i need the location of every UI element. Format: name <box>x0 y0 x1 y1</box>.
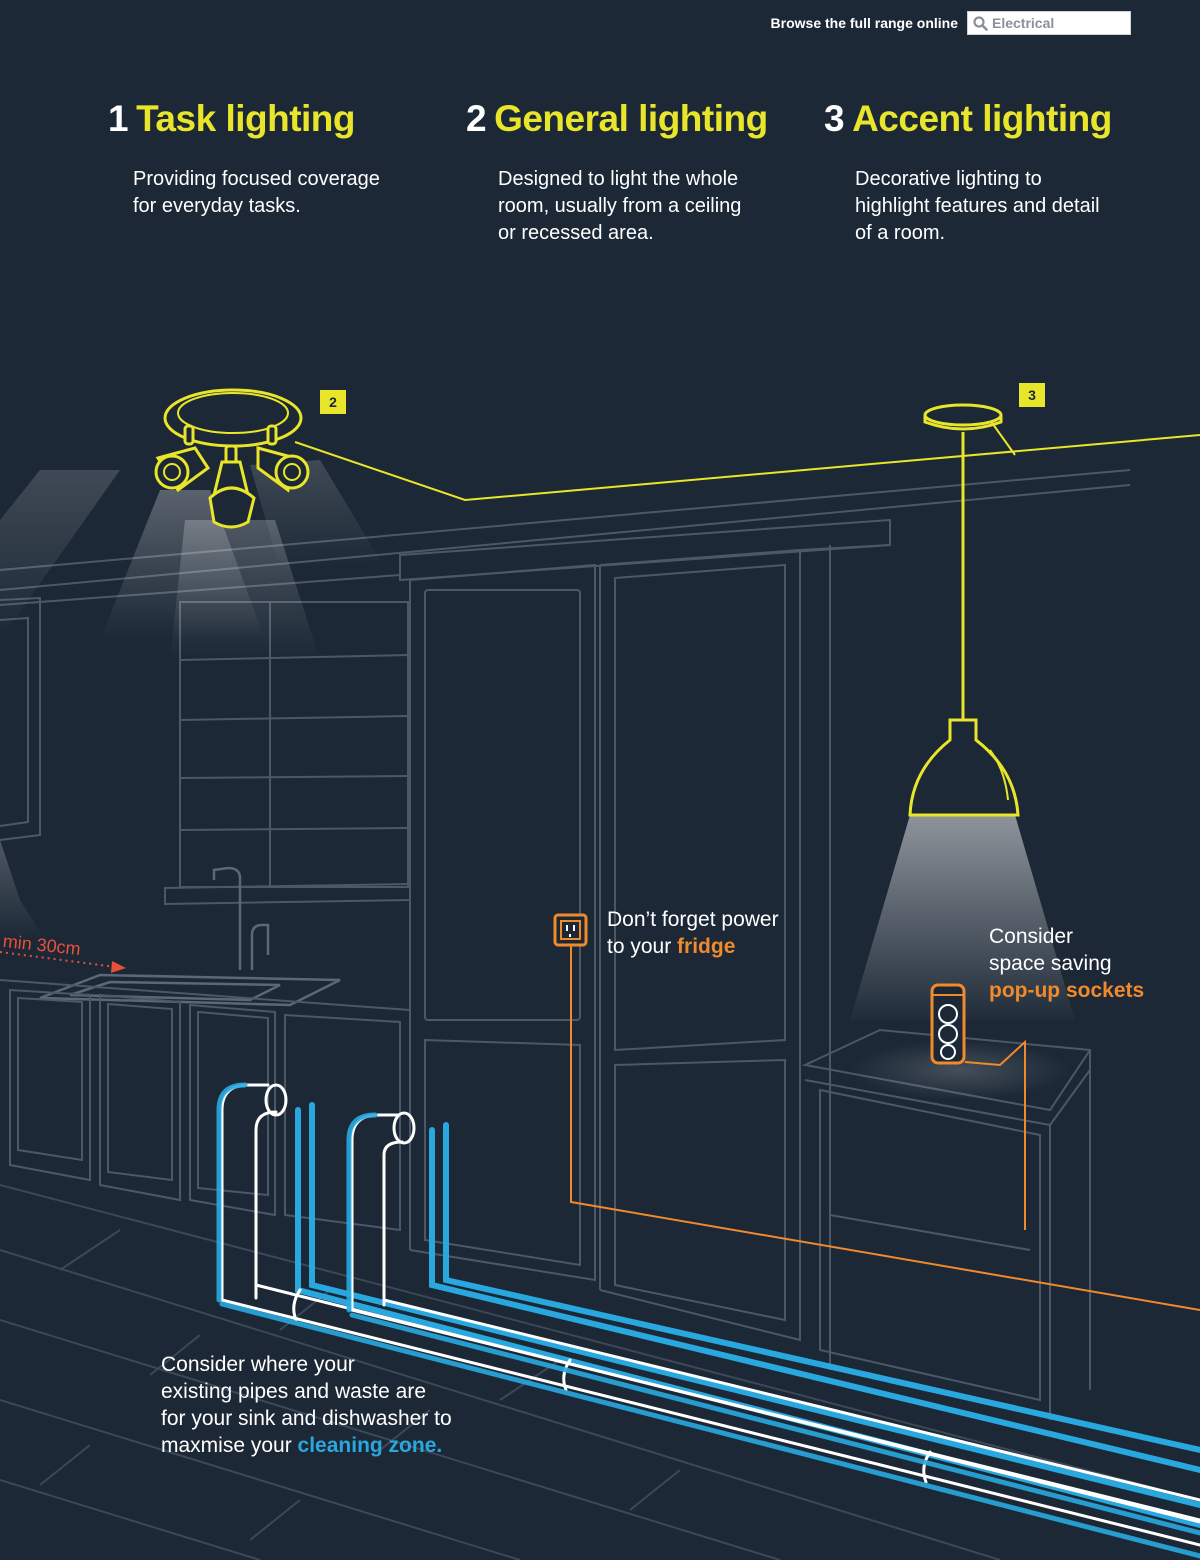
heading-title: Accent lighting <box>852 98 1112 139</box>
task-lighting-description: Providing focused coverage for everyday … <box>133 166 380 220</box>
fridge-power-note: Don’t forget power to your fridge <box>607 906 779 960</box>
popup-socket-icon <box>930 983 966 1065</box>
popup-socket-note: Consider space saving pop-up sockets <box>989 923 1144 1004</box>
note-line: to your <box>607 935 678 958</box>
note-line: Consider where your <box>161 1353 355 1376</box>
sink-and-tap <box>39 866 341 1007</box>
note-line: existing pipes and waste are <box>161 1380 426 1403</box>
search-value: Electrical <box>992 15 1055 31</box>
note-line: space saving <box>989 952 1112 975</box>
note-highlight: pop-up sockets <box>989 979 1145 1002</box>
accent-lighting-description: Decorative lighting to highlight feature… <box>855 166 1112 247</box>
browse-search-bar: Browse the full range online Electrical <box>771 11 1131 35</box>
description-line: of a room. <box>855 222 946 244</box>
water-pipes <box>216 1082 1200 1559</box>
heading-number: 2 <box>466 98 487 139</box>
general-lighting-description: Designed to light the whole room, usuall… <box>498 166 768 247</box>
heading-title: Task lighting <box>136 98 356 139</box>
note-line: for your sink and dishwasher to <box>161 1407 452 1430</box>
pendant-number-tag: 3 <box>1019 383 1045 407</box>
heading-number: 3 <box>824 98 845 139</box>
browse-label: Browse the full range online <box>770 15 958 31</box>
description-line: or recessed area. <box>498 222 654 244</box>
description-line: for everyday tasks. <box>133 195 301 217</box>
description-line: Designed to light the whole <box>498 168 739 190</box>
heading-number: 1 <box>108 98 129 139</box>
base-cabinets <box>0 979 411 1232</box>
wall-cabinets <box>0 596 411 906</box>
note-line: Consider <box>989 925 1074 948</box>
note-line: maxmise your <box>161 1434 298 1457</box>
description-line: highlight features and detail <box>855 195 1100 217</box>
search-icon <box>973 15 988 31</box>
description-line: room, usually from a ceiling <box>498 195 742 217</box>
note-line: Don’t forget power <box>607 908 779 931</box>
note-highlight: cleaning zone. <box>297 1434 443 1457</box>
spotlight-number-tag: 2 <box>320 390 346 414</box>
heading-title: General lighting <box>494 98 768 139</box>
floor-lines <box>0 1184 1200 1560</box>
pendant-light-icon <box>908 403 1020 817</box>
search-input[interactable]: Electrical <box>967 11 1131 35</box>
wall-socket-icon <box>553 913 588 947</box>
pipes-note: Consider where your existing pipes and w… <box>161 1351 452 1459</box>
description-line: Decorative lighting to <box>855 168 1042 190</box>
note-highlight: fridge <box>677 935 736 958</box>
spotlight-icon <box>154 388 310 529</box>
description-line: Providing focused coverage <box>133 168 380 190</box>
